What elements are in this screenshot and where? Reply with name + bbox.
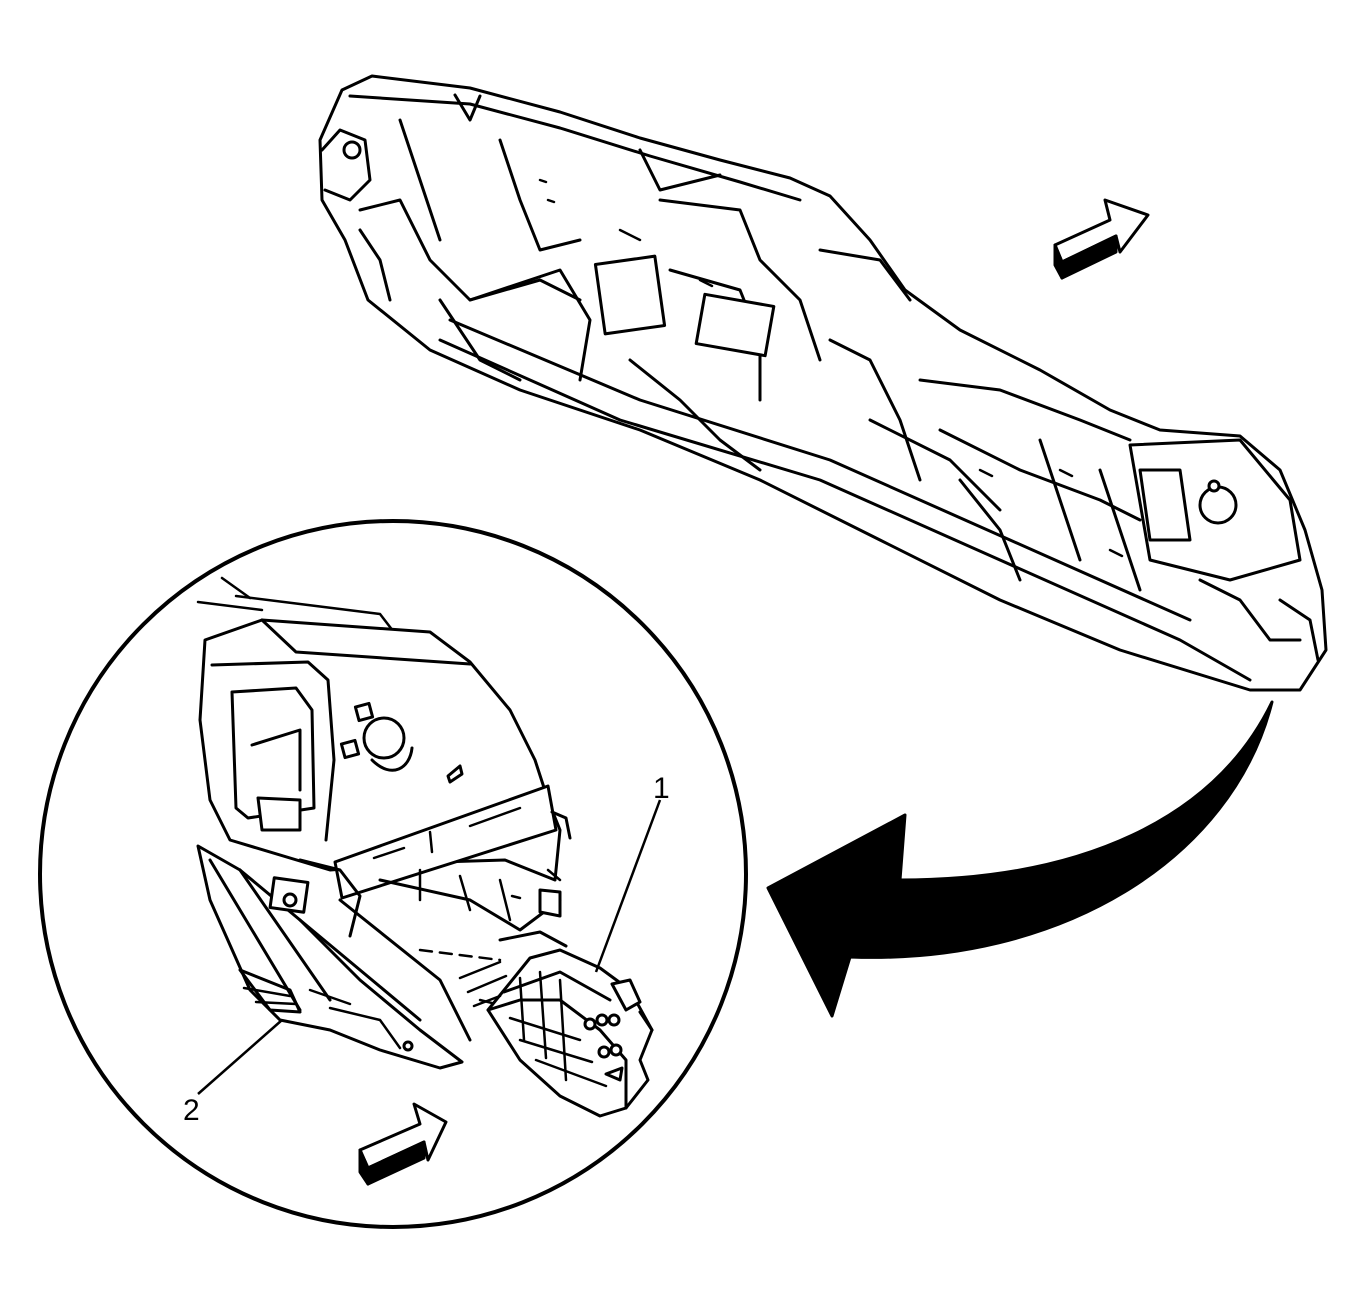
instrument-panel-carrier — [318, 74, 1328, 692]
leader-line-1 — [594, 799, 662, 973]
connector-module — [458, 930, 654, 1118]
curved-detail-arrow-icon — [766, 700, 1274, 1018]
forward-arrow-icon — [358, 1102, 448, 1186]
callout-1: 1 — [653, 772, 670, 805]
forward-arrow-icon — [1053, 198, 1150, 280]
callout-2: 2 — [183, 1094, 200, 1127]
leader-line-2 — [197, 1019, 283, 1095]
detail-bracket — [196, 576, 572, 1070]
